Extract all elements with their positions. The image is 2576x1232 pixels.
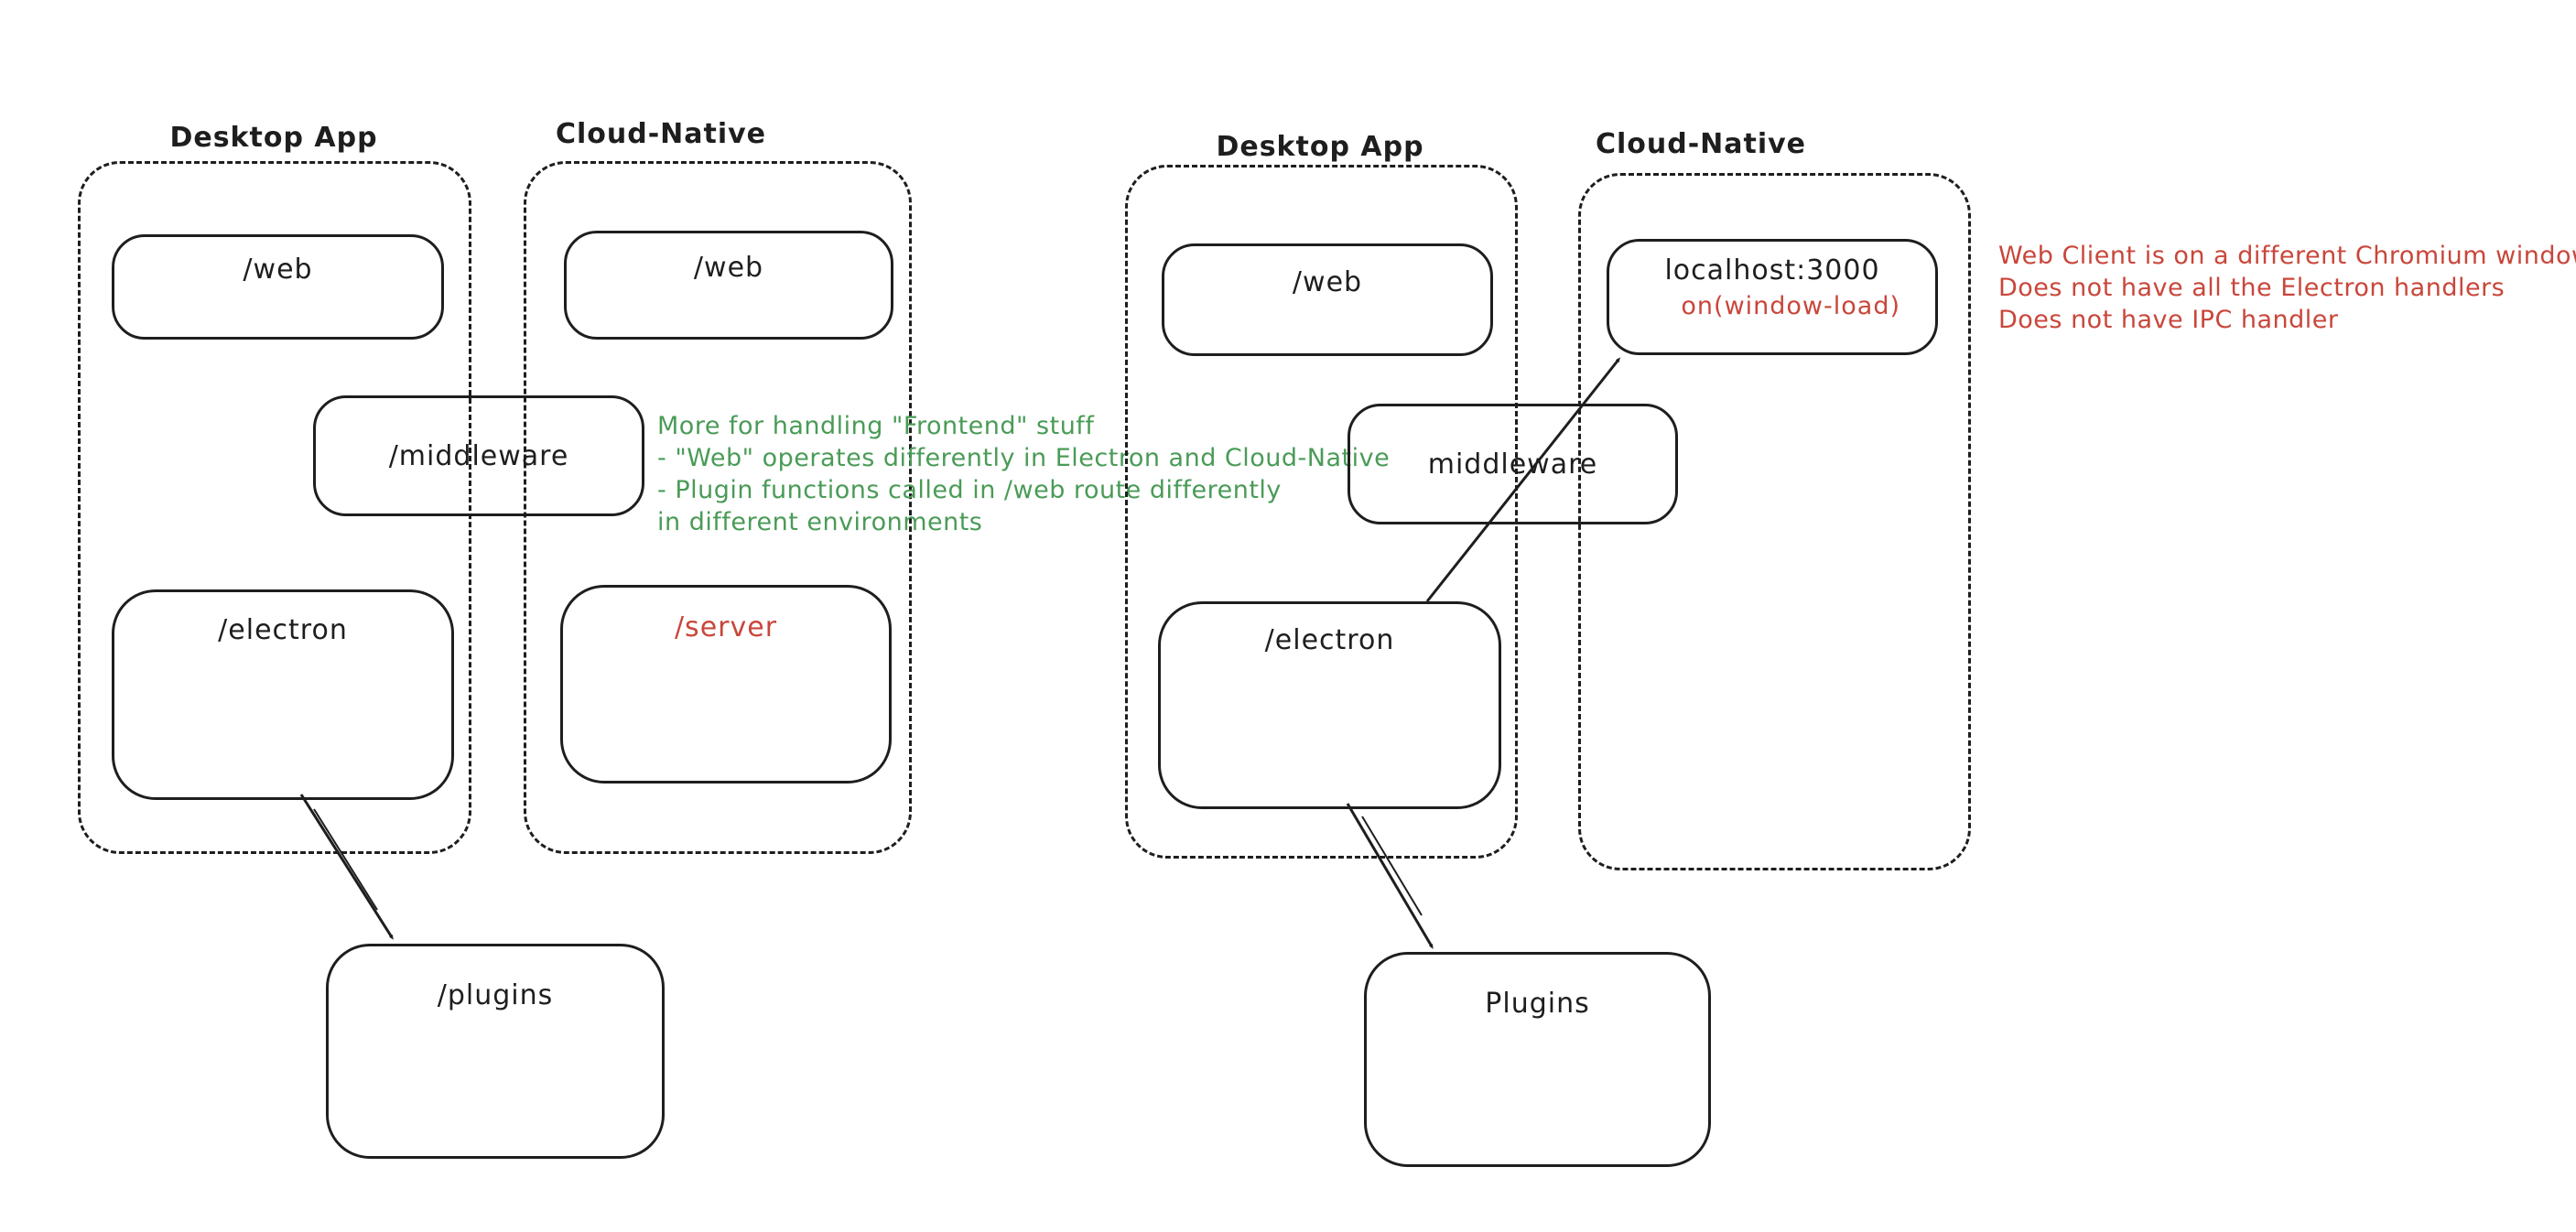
box-label: /electron xyxy=(218,614,348,646)
box-label: Plugins xyxy=(1485,988,1590,1020)
red-annotation-line: Does not have IPC handler xyxy=(1998,306,2339,334)
right-electron-box: /electron xyxy=(1158,601,1501,809)
left-middleware-box: /middleware xyxy=(313,395,644,516)
left-desktop-web-box: /web xyxy=(112,234,444,340)
green-annotation-line: in different environments xyxy=(657,508,983,536)
left-plugins-box: /plugins xyxy=(326,944,665,1159)
left-server-box: /server xyxy=(560,585,892,784)
left-cloud-native-container xyxy=(524,161,912,854)
box-label: /electron xyxy=(1264,624,1395,656)
red-annotation: Web Client is on a different Chromium wi… xyxy=(1998,240,2576,336)
box-label: /middleware xyxy=(388,439,569,472)
box-sublabel: on(window-load) xyxy=(1681,292,1900,320)
right-middleware-box: middleware xyxy=(1348,404,1678,524)
red-annotation-line: Does not have all the Electron handlers xyxy=(1998,274,2506,302)
box-label: localhost:3000 xyxy=(1664,254,1880,286)
box-label: /server xyxy=(674,611,778,643)
right-localhost-box: localhost:3000 on(window-load) xyxy=(1607,239,1938,355)
green-annotation-line: More for handling "Frontend" stuff xyxy=(657,412,1095,440)
left-electron-box: /electron xyxy=(112,589,454,800)
left-cloud-web-box: /web xyxy=(564,231,893,340)
box-label: /web xyxy=(1292,266,1363,298)
right-cloud-native-heading: Cloud-Native xyxy=(1595,128,1807,160)
box-label: /web xyxy=(693,252,764,284)
left-cloud-native-heading: Cloud-Native xyxy=(555,118,767,150)
green-annotation-line: - "Web" operates differently in Electron… xyxy=(657,444,1391,472)
left-desktop-app-container xyxy=(78,161,471,854)
box-label: /web xyxy=(243,254,313,286)
right-desktop-app-heading: Desktop App xyxy=(1216,131,1424,163)
green-annotation: More for handling "Frontend" stuff - "We… xyxy=(657,410,1390,538)
green-annotation-line: - Plugin functions called in /web route … xyxy=(657,476,1282,504)
box-label: middleware xyxy=(1427,448,1598,481)
left-desktop-app-heading: Desktop App xyxy=(169,122,378,154)
red-annotation-line: Web Client is on a different Chromium wi… xyxy=(1998,242,2576,270)
right-plugins-box: Plugins xyxy=(1364,952,1711,1167)
right-desktop-web-box: /web xyxy=(1162,243,1493,356)
box-label: /plugins xyxy=(437,979,554,1011)
